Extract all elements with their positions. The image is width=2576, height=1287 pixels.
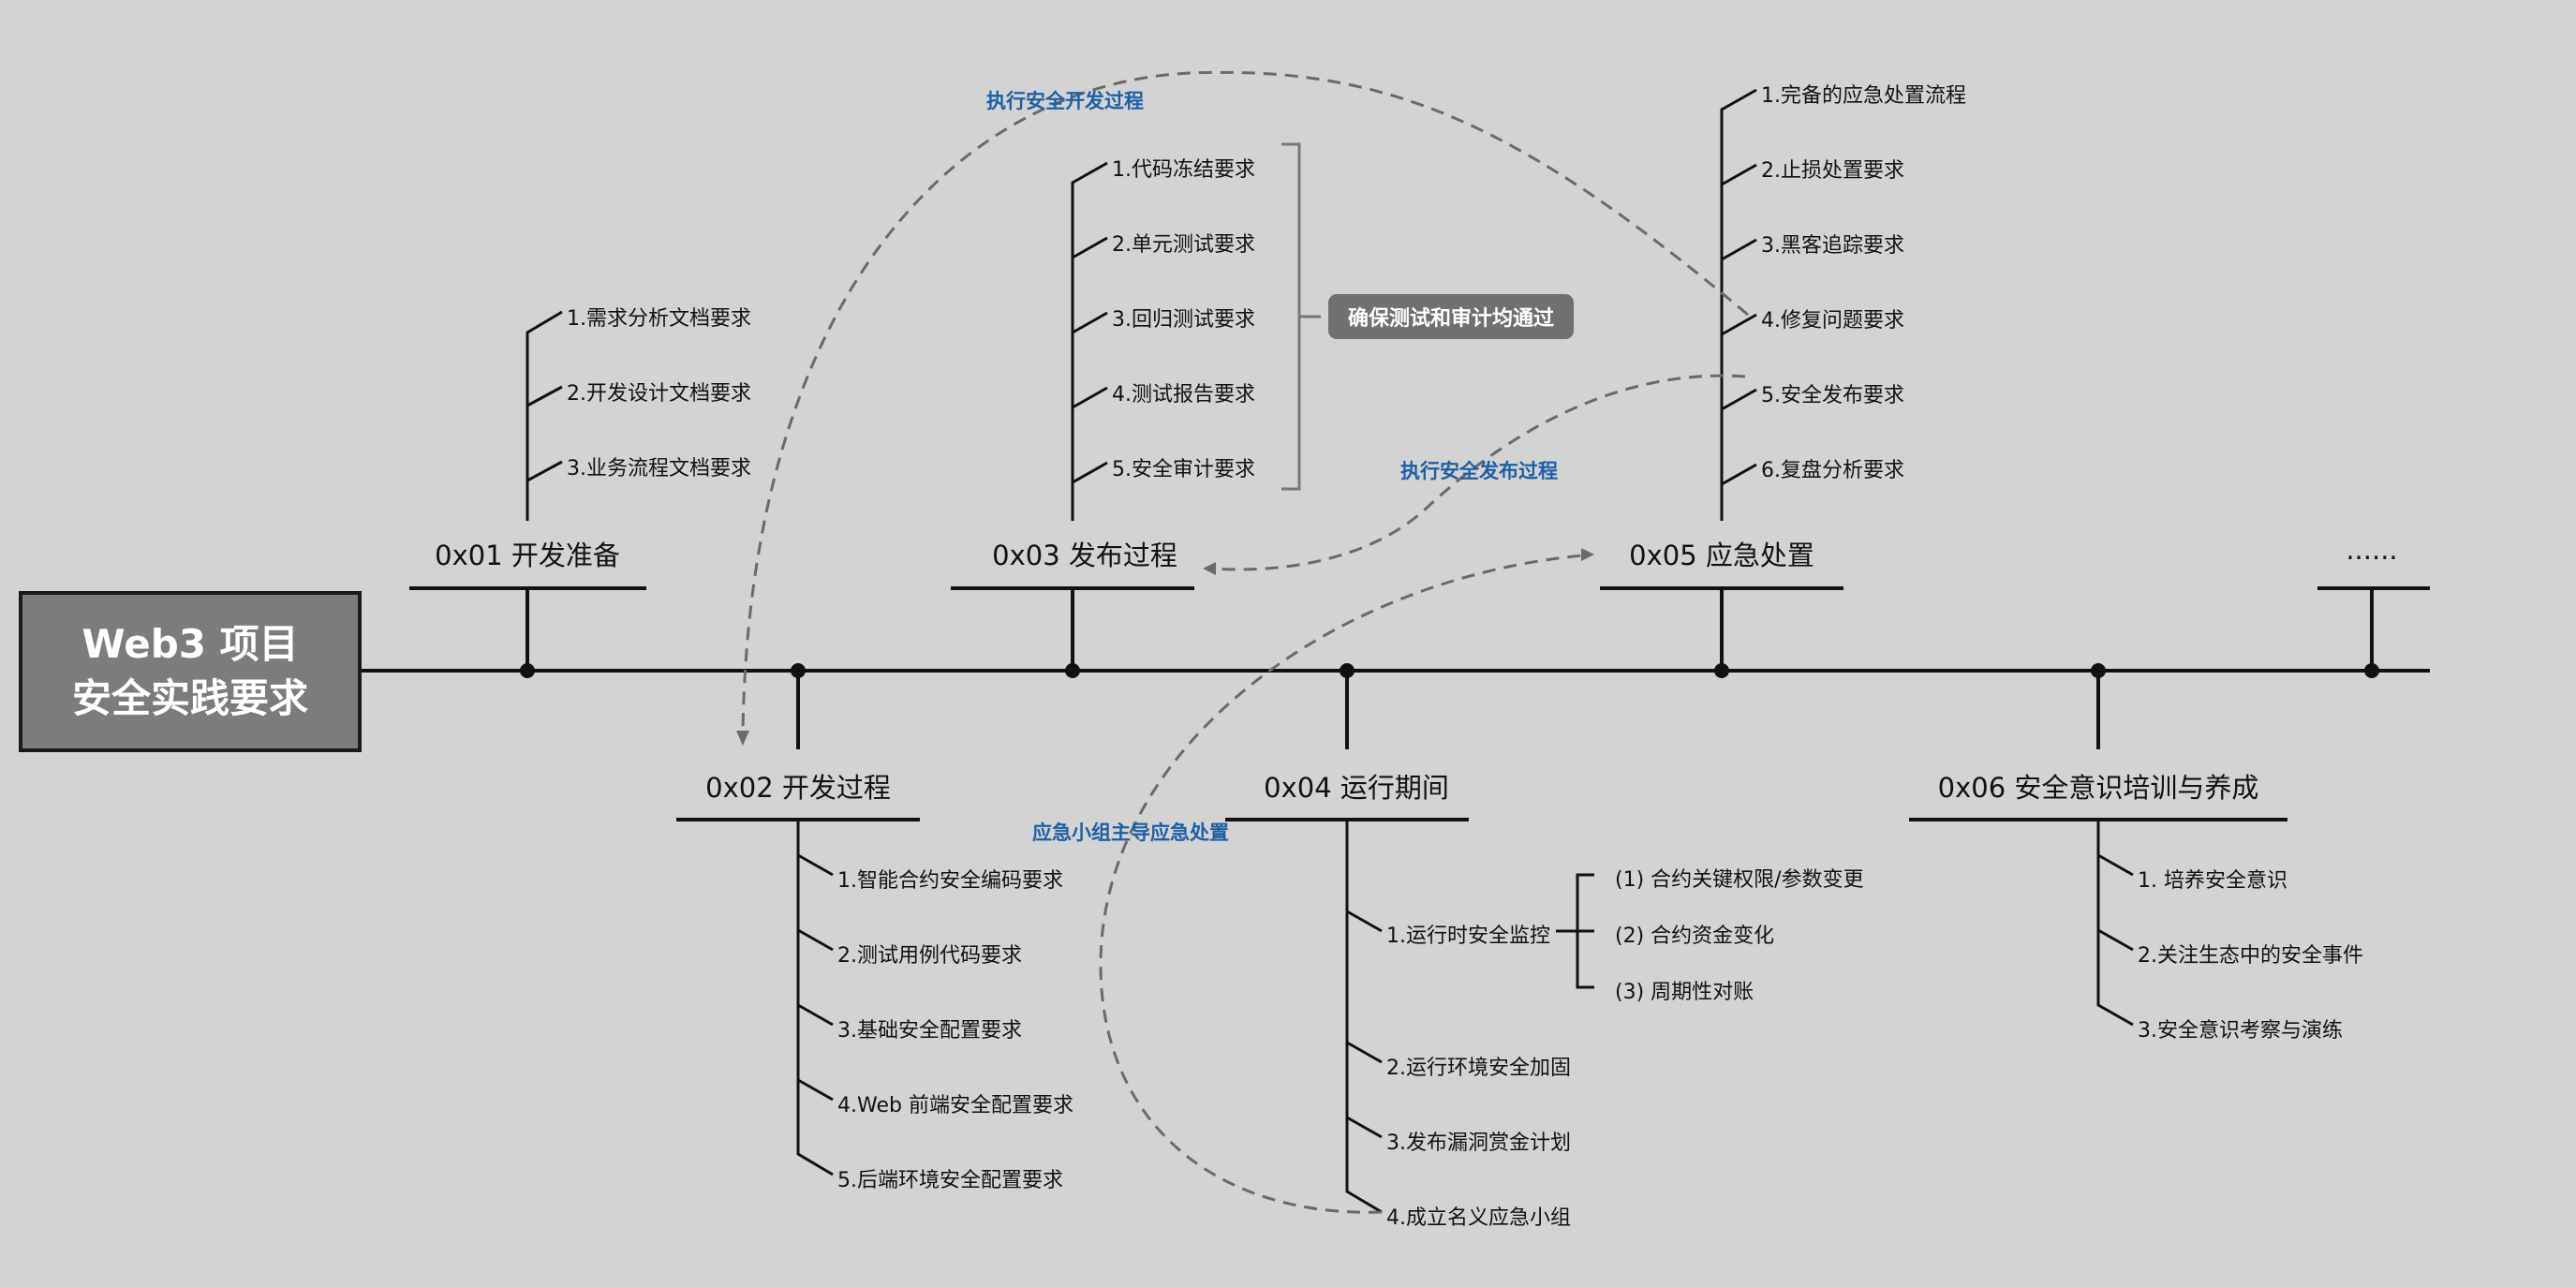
arrow-emergency-lead — [1099, 554, 1584, 1214]
item-0x05-3: 3.黑客追踪要求 — [1761, 234, 1904, 258]
arrowhead-dev-process — [736, 731, 749, 746]
subitem-0x04-3: (3) 周期性对账 — [1615, 981, 1754, 1004]
phase-label-0x05: 0x05 应急处置 — [1629, 540, 1814, 571]
branch-0x04 — [1225, 671, 1594, 1214]
phase-label-more: ...... — [2346, 534, 2398, 566]
item-0x02-2: 2.测试用例代码要求 — [837, 944, 1022, 968]
item-0x06-1: 1. 培养安全意识 — [2138, 869, 2287, 893]
title-line-1: Web3 项目 — [81, 621, 299, 667]
arrowhead-emergency-lead — [1581, 548, 1594, 561]
branch-0x01 — [409, 310, 646, 671]
badge-test-audit: 确保测试和审计均通过 — [1328, 294, 1574, 339]
phase-label-0x02: 0x02 开发过程 — [705, 772, 891, 804]
item-0x01-3: 3.业务流程文档要求 — [567, 457, 751, 481]
item-0x04-4: 4.成立名义应急小组 — [1386, 1206, 1571, 1230]
item-0x03-2: 2.单元测试要求 — [1112, 233, 1255, 257]
phase-label-0x04: 0x04 运行期间 — [1264, 772, 1449, 804]
item-0x03-5: 5.安全审计要求 — [1112, 458, 1255, 481]
branch-0x05 — [1600, 88, 1843, 671]
branch-0x02 — [676, 671, 920, 1176]
phase-label-0x06: 0x06 安全意识培训与养成 — [1937, 772, 2259, 804]
arrow-dev-process — [741, 70, 1749, 733]
subitem-0x04-2: (2) 合约资金变化 — [1615, 925, 1775, 948]
annotation-release-process: 执行安全发布过程 — [1400, 460, 1558, 482]
item-0x05-6: 6.复盘分析要求 — [1761, 459, 1904, 482]
phase-label-0x01: 0x01 开发准备 — [435, 540, 620, 571]
item-0x01-2: 2.开发设计文档要求 — [567, 382, 751, 406]
item-0x03-3: 3.回归测试要求 — [1112, 308, 1255, 332]
item-0x05-2: 2.止损处置要求 — [1761, 159, 1904, 183]
annotation-emergency-lead: 应急小组主导应急处置 — [1032, 821, 1229, 844]
item-0x03-4: 4.测试报告要求 — [1112, 383, 1255, 407]
item-0x05-4: 4.修复问题要求 — [1761, 309, 1904, 333]
branch-0x06 — [1909, 671, 2287, 1027]
phase-label-0x03: 0x03 发布过程 — [992, 540, 1177, 571]
item-0x04-3: 3.发布漏洞赏金计划 — [1386, 1132, 1571, 1155]
item-0x02-3: 3.基础安全配置要求 — [837, 1019, 1022, 1043]
item-0x03-1: 1.代码冻结要求 — [1112, 158, 1255, 182]
item-0x02-5: 5.后端环境安全配置要求 — [837, 1169, 1063, 1192]
subitem-0x04-1: (1) 合约关键权限/参数变更 — [1615, 868, 1864, 892]
branch-0x03 — [951, 142, 1321, 671]
item-0x02-4: 4.Web 前端安全配置要求 — [837, 1094, 1073, 1117]
item-0x06-2: 2.关注生态中的安全事件 — [2138, 944, 2363, 968]
item-0x01-1: 1.需求分析文档要求 — [567, 307, 751, 331]
title-box: Web3 项目 安全实践要求 — [19, 591, 362, 752]
item-0x06-3: 3.安全意识考察与演练 — [2138, 1019, 2343, 1043]
item-0x04-2: 2.运行环境安全加固 — [1386, 1057, 1571, 1080]
item-0x05-5: 5.安全发布要求 — [1761, 384, 1904, 407]
arrow-release-process — [1211, 374, 1746, 571]
item-0x04-1: 1.运行时安全监控 — [1386, 925, 1550, 948]
branch-more — [2317, 586, 2430, 671]
arrowhead-release-process — [1203, 562, 1216, 575]
annotation-dev-process: 执行安全开发过程 — [986, 90, 1144, 112]
title-line-2: 安全实践要求 — [71, 675, 308, 721]
item-0x02-1: 1.智能合约安全编码要求 — [837, 869, 1063, 893]
bracket-test-audit — [1281, 142, 1301, 491]
item-0x05-1: 1.完备的应急处置流程 — [1761, 84, 1966, 108]
